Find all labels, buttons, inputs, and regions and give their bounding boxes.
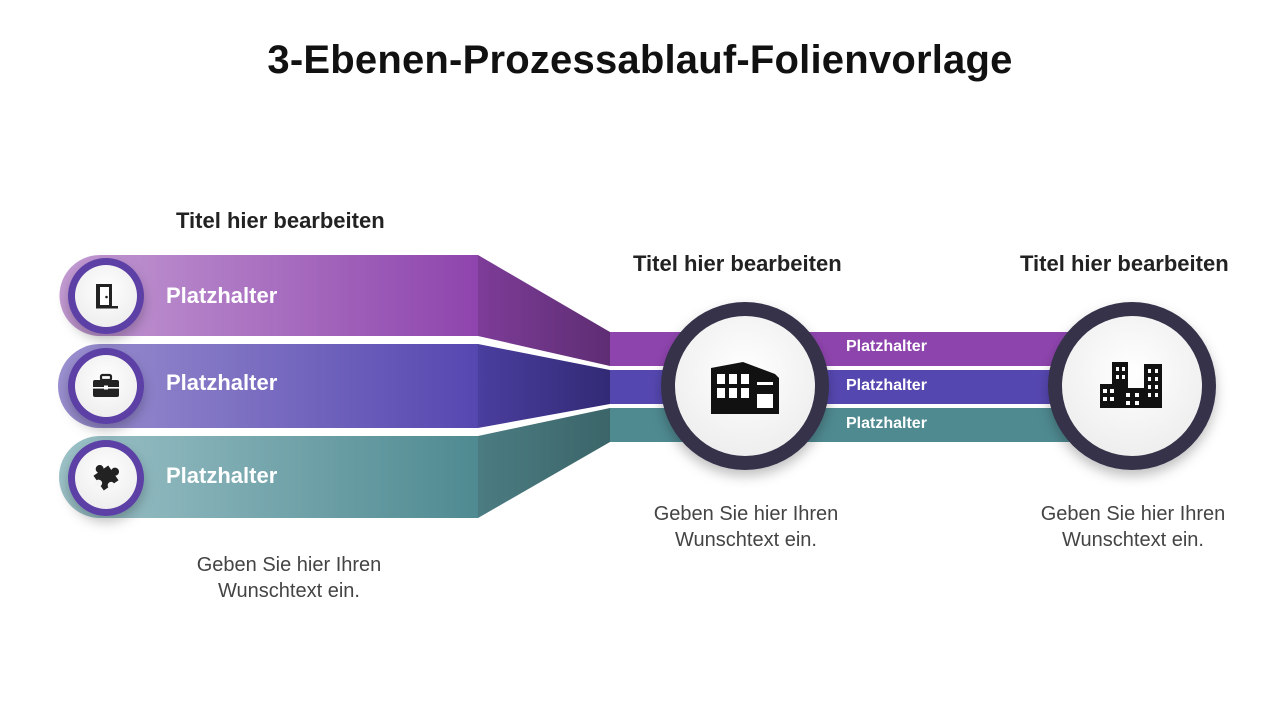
band-purple [59, 255, 478, 336]
stage3-description: Geben Sie hier Ihren Wunschtext ein. [1040, 503, 1226, 551]
band-label-3: Platzhalter [166, 463, 278, 488]
taper-teal [478, 408, 610, 518]
lane-label-2: Platzhalter [846, 377, 927, 394]
door-icon [96, 284, 118, 309]
taper-purple [478, 255, 610, 366]
stage3-heading: Titel hier bearbeiten [1020, 251, 1229, 276]
band-label-2: Platzhalter [166, 370, 278, 395]
factory-icon [711, 362, 779, 414]
stage1-heading: Titel hier bearbeiten [176, 208, 385, 233]
stage3-circle [1048, 302, 1216, 470]
band-teal [59, 436, 478, 518]
band-label-1: Platzhalter [166, 283, 278, 308]
stage1-description: Geben Sie hier Ihren Wunschtext ein. [196, 554, 382, 602]
lane-label-1: Platzhalter [846, 338, 927, 355]
band-blue [58, 344, 478, 428]
slide-title: 3-Ebenen-Prozessablauf-Folienvorlage [267, 38, 1013, 82]
lane-label-3: Platzhalter [846, 415, 927, 432]
puzzle-icon [93, 464, 120, 491]
briefcase-icon [93, 373, 119, 397]
taper-blue [478, 344, 610, 428]
stage2-description: Geben Sie hier Ihren Wunschtext ein. [653, 503, 839, 551]
stage2-heading: Titel hier bearbeiten [633, 251, 842, 276]
buildings-icon [1100, 362, 1162, 408]
